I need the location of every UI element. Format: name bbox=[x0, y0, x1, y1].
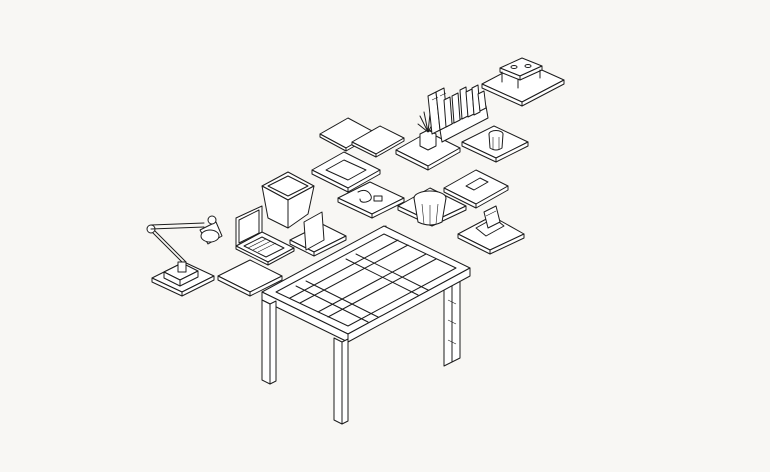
books-icon bbox=[427, 84, 489, 143]
tray-icon bbox=[481, 57, 565, 107]
desk-lamp-icon bbox=[146, 215, 223, 297]
planter-icon bbox=[397, 187, 467, 227]
laptop-icon bbox=[235, 205, 295, 266]
tablet-icon bbox=[289, 211, 347, 257]
cup-icon bbox=[461, 125, 529, 163]
desk-frame-icon bbox=[261, 225, 471, 425]
phone-icon bbox=[443, 169, 509, 209]
tray-icon bbox=[319, 117, 405, 158]
cable-icon bbox=[337, 181, 405, 219]
tray-icon bbox=[217, 259, 283, 297]
book-stand-icon bbox=[457, 205, 525, 255]
wastebasket-icon bbox=[261, 171, 315, 229]
tray-icon bbox=[311, 151, 381, 193]
